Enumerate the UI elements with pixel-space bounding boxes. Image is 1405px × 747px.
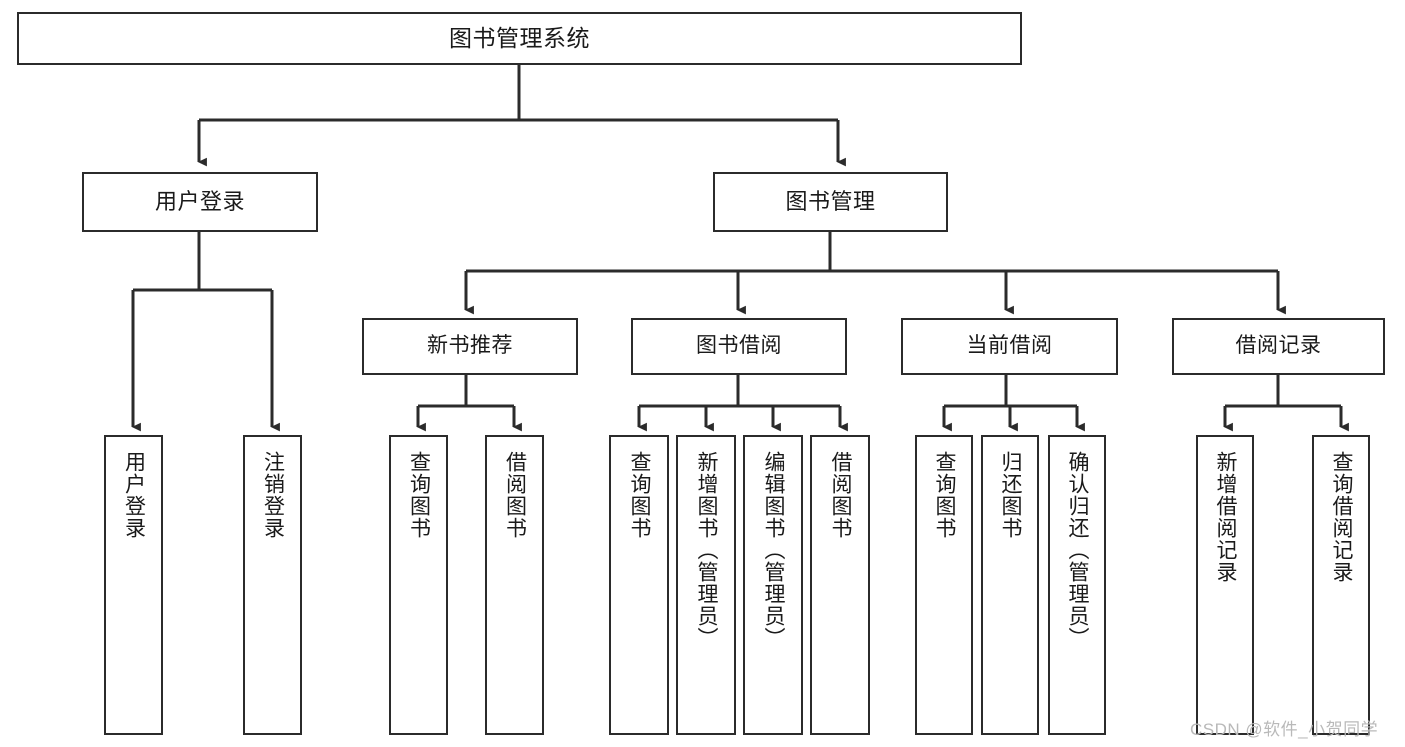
node-label: 归还图书 <box>999 451 1023 539</box>
node-label: 用户登录 <box>154 189 245 215</box>
node-label: 编辑图书（管理员） <box>762 451 786 649</box>
node-label: 图书借阅 <box>696 334 782 358</box>
node-label: 新增借阅记录 <box>1214 451 1238 583</box>
node-label: 图书管理系统 <box>449 24 590 51</box>
node-label: 查询图书 <box>933 451 957 539</box>
node-book-borrow[interactable]: 图书借阅 <box>631 318 847 375</box>
node-borrow-record[interactable]: 借阅记录 <box>1172 318 1385 375</box>
node-leaf-logout[interactable]: 注销登录 <box>243 435 302 735</box>
node-label: 当前借阅 <box>966 334 1053 358</box>
node-label: 注销登录 <box>261 451 285 539</box>
node-label: 图书管理 <box>785 189 876 215</box>
node-leaf-query-book-current[interactable]: 查询图书 <box>915 435 973 735</box>
node-leaf-query-book-recommend[interactable]: 查询图书 <box>389 435 448 735</box>
node-book-management[interactable]: 图书管理 <box>713 172 948 232</box>
node-label: 借阅图书 <box>503 451 527 539</box>
csdn-watermark: CSDN @软件_小贺同学 <box>1190 720 1379 739</box>
node-label: 用户登录 <box>122 451 146 539</box>
node-leaf-user-login[interactable]: 用户登录 <box>104 435 163 735</box>
node-label: 查询图书 <box>407 451 431 539</box>
node-label: 新书推荐 <box>427 334 513 358</box>
node-root-system[interactable]: 图书管理系统 <box>17 12 1022 65</box>
node-leaf-borrow-book[interactable]: 借阅图书 <box>810 435 870 735</box>
node-current-borrow[interactable]: 当前借阅 <box>901 318 1118 375</box>
node-label: 新增图书（管理员） <box>695 451 719 649</box>
node-leaf-confirm-return-admin[interactable]: 确认归还（管理员） <box>1048 435 1106 735</box>
node-user-login[interactable]: 用户登录 <box>82 172 318 232</box>
node-label: 查询借阅记录 <box>1330 451 1354 583</box>
node-leaf-add-book-admin[interactable]: 新增图书（管理员） <box>676 435 736 735</box>
node-leaf-query-borrow-record[interactable]: 查询借阅记录 <box>1312 435 1370 735</box>
node-label: 查询图书 <box>628 451 652 539</box>
node-leaf-return-book[interactable]: 归还图书 <box>981 435 1039 735</box>
node-new-book-recommend[interactable]: 新书推荐 <box>362 318 578 375</box>
node-leaf-query-book-borrow[interactable]: 查询图书 <box>609 435 669 735</box>
node-leaf-add-borrow-record[interactable]: 新增借阅记录 <box>1196 435 1254 735</box>
node-label: 借阅图书 <box>829 451 853 539</box>
node-leaf-borrow-book-recommend[interactable]: 借阅图书 <box>485 435 544 735</box>
node-leaf-edit-book-admin[interactable]: 编辑图书（管理员） <box>743 435 803 735</box>
node-label: 确认归还（管理员） <box>1066 451 1090 649</box>
node-label: 借阅记录 <box>1235 334 1322 358</box>
